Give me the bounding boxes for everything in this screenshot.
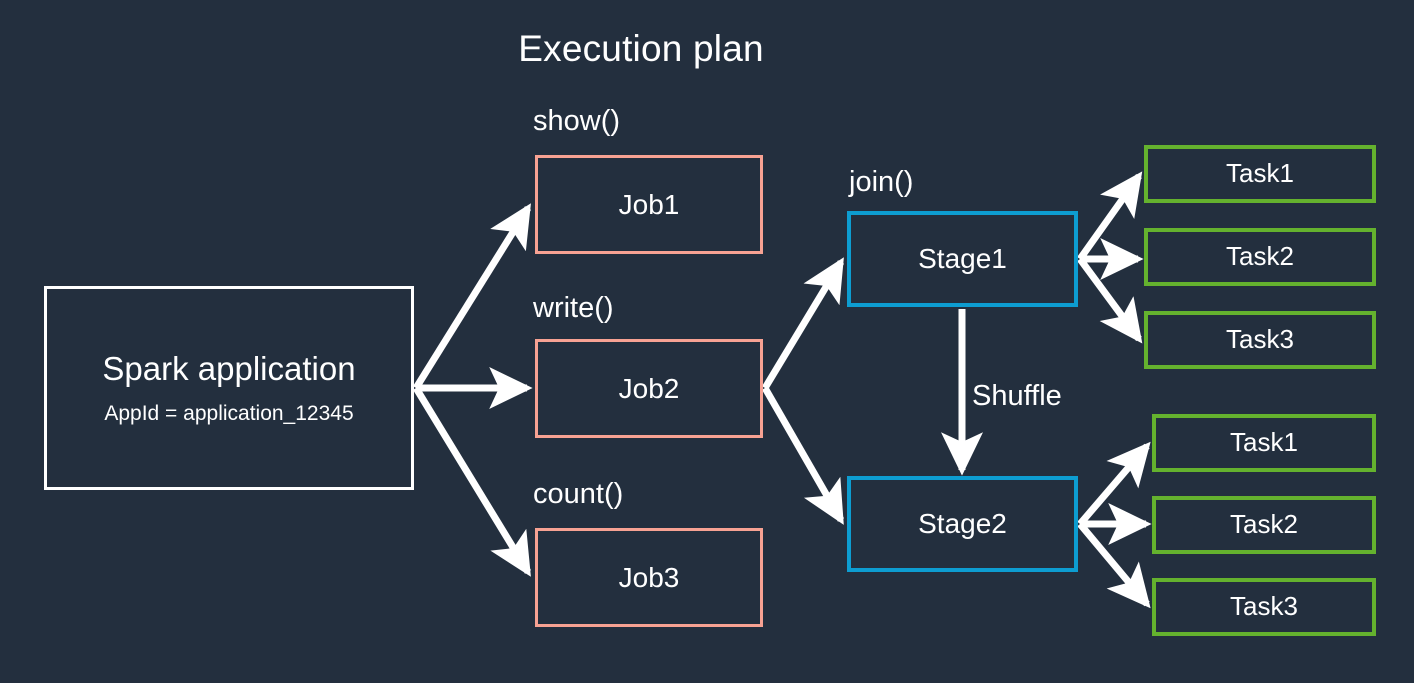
arrow-job2-to-stage2 — [761, 386, 845, 525]
job-box-2-label: Job2 — [618, 372, 680, 404]
task-box-stage1-2[interactable]: Task2 — [1144, 228, 1376, 286]
page-title-text: Execution plan — [518, 28, 764, 69]
job-box-3-label: Job3 — [618, 561, 680, 593]
task-box-stage2-2[interactable]: Task2 — [1152, 496, 1376, 554]
task-box-stage2-3[interactable]: Task3 — [1152, 578, 1376, 636]
arrow-stage1-to-task1 — [1077, 171, 1143, 262]
arrow-app-to-job3 — [413, 386, 531, 577]
task-box-stage1-1[interactable]: Task1 — [1144, 145, 1376, 203]
job1-caption: show() — [533, 105, 621, 137]
task-box-stage1-2-label: Task2 — [1226, 241, 1294, 272]
arrow-app-to-job1 — [413, 203, 531, 390]
job-box-3[interactable]: Job3 — [535, 528, 763, 627]
task-box-stage2-1-label: Task1 — [1230, 427, 1298, 458]
page-title: Execution plan — [0, 28, 1414, 70]
arrow-stage2-to-task1 — [1077, 441, 1151, 527]
shuffle-label: Shuffle — [972, 380, 1062, 412]
stage1-caption: join() — [849, 166, 914, 198]
spark-application-name: Spark application — [102, 349, 356, 387]
task-box-stage2-2-label: Task2 — [1230, 509, 1298, 540]
task-box-stage1-3[interactable]: Task3 — [1144, 311, 1376, 369]
stage-box-2-label: Stage2 — [918, 508, 1007, 540]
spark-application-appid: AppId = application_12345 — [104, 401, 354, 425]
job2-caption: write() — [533, 292, 614, 324]
task-box-stage2-3-label: Task3 — [1230, 591, 1298, 622]
job-box-2[interactable]: Job2 — [535, 339, 763, 438]
job-box-1[interactable]: Job1 — [535, 155, 763, 254]
stage-box-1[interactable]: Stage1 — [847, 211, 1078, 307]
task-box-stage2-1[interactable]: Task1 — [1152, 414, 1376, 472]
arrow-stage1-to-task3 — [1077, 256, 1143, 344]
task-box-stage1-3-label: Task3 — [1226, 324, 1294, 355]
arrow-job2-to-stage1 — [762, 257, 844, 390]
stage-box-1-label: Stage1 — [918, 243, 1007, 275]
arrow-stage2-to-task3 — [1077, 521, 1151, 609]
task-box-stage1-1-label: Task1 — [1226, 158, 1294, 189]
spark-application-box[interactable]: Spark application AppId = application_12… — [44, 286, 414, 490]
job3-caption: count() — [533, 478, 624, 510]
job-box-1-label: Job1 — [618, 188, 680, 220]
stage-box-2[interactable]: Stage2 — [847, 476, 1078, 572]
